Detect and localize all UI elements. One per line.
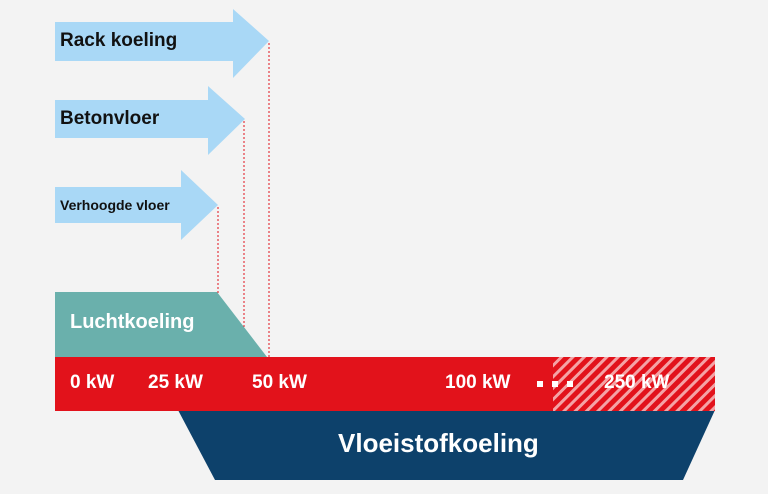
scale-gap-dot (537, 381, 543, 387)
air-cooling-shape (55, 292, 267, 357)
air-cooling-label: Luchtkoeling (70, 311, 195, 333)
liquid-cooling-shape (178, 410, 715, 480)
scale-tick-label: 100 kW (445, 372, 511, 393)
scale-tick-label: 50 kW (252, 372, 307, 393)
scale-gap-dot (552, 381, 558, 387)
scale-tick-label: 0 kW (70, 372, 115, 393)
scale-tick-label: 250 kW (604, 372, 670, 393)
scale-bar (55, 357, 553, 411)
scale-tick-label: 25 kW (148, 372, 203, 393)
arrow-label-betonvloer: Betonvloer (60, 108, 160, 129)
scale-bar-hatched (553, 357, 715, 411)
scale-gap-dot (567, 381, 573, 387)
arrow-verhoogde-vloer (55, 170, 218, 240)
arrow-betonvloer (55, 86, 245, 155)
arrow-label-rack-koeling: Rack koeling (60, 30, 178, 51)
arrow-label-verhoogde-vloer: Verhoogde vloer (60, 197, 170, 213)
arrow-rack-koeling (55, 9, 269, 78)
liquid-cooling-label: Vloeistofkoeling (338, 428, 539, 458)
